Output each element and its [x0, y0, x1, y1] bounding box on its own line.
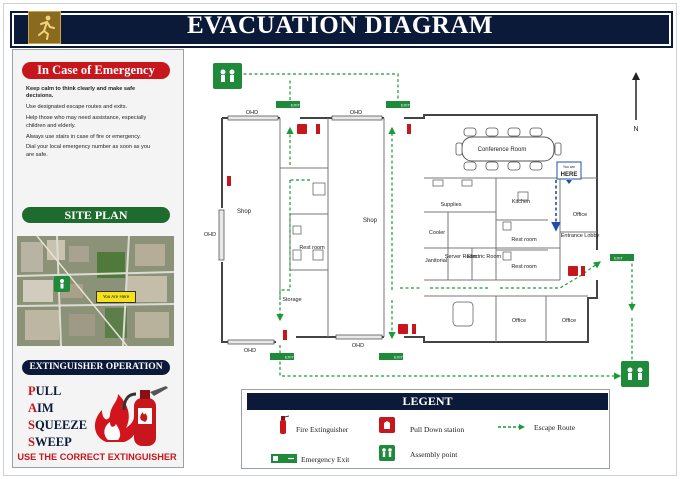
assembly-point-top [213, 63, 242, 89]
office-table [452, 301, 474, 327]
step-pull-letter: P [28, 384, 36, 398]
emergency-exit-icon [271, 454, 297, 463]
room-restroom-mid: Rest room [511, 237, 537, 243]
ohd-top-right [331, 115, 383, 121]
ohd-label: OHD [352, 343, 364, 349]
you-are-here-badge: You are HERE [556, 161, 582, 184]
room-electric: Electric Room [467, 254, 502, 260]
extinguisher-illustration [94, 386, 168, 446]
assembly-point-bottom [621, 361, 649, 387]
room-restroom-left: Rest room [299, 245, 325, 251]
emergency-title: In Case of Emergency [22, 62, 170, 79]
kitchen-counter [517, 191, 529, 201]
svg-text:You are: You are [563, 165, 575, 169]
fire-extinguisher-icon [280, 415, 289, 434]
exit-sign-text: EXIT [394, 355, 403, 360]
toilet-icon [292, 249, 302, 261]
fire-extinguisher-markers [227, 124, 585, 340]
legend-escape-route: Escape Route [534, 423, 576, 432]
step-aim-rest: IM [37, 401, 54, 415]
title-banner [10, 11, 673, 48]
step-squeeze-rest: QUEEZE [34, 418, 88, 432]
tip-4: Always use stairs in case of fire or eme… [26, 133, 141, 140]
tip-1: Keep calm to think clearly and make safe… [26, 86, 136, 100]
tip-2: Use designated escape routes and exits. [26, 104, 128, 111]
step-aim: AIM [28, 401, 54, 416]
toilet-icon [502, 251, 512, 261]
room-server: Server Room [445, 254, 478, 260]
page-title: EVACUATION DIAGRAM [186, 12, 493, 39]
ohd-left [218, 209, 225, 261]
tip-3: Help those who may need assistance, espe… [26, 115, 147, 129]
legend-fire-extinguisher: Fire Extinguisher [296, 425, 349, 434]
exit-signs: EXIT EXIT EXIT EXIT EXIT [270, 101, 634, 360]
room-cooler: Cooler [429, 230, 445, 236]
room-office-right: Office [573, 212, 587, 218]
ohd-bottom-left [227, 339, 275, 345]
pull-station-icon [379, 417, 395, 433]
grid-fixture [312, 182, 326, 196]
room-shop-right: Shop [363, 218, 378, 224]
legend-title: LEGENT [247, 393, 608, 410]
you-are-here-marker: You Are Here [96, 291, 136, 303]
legend-assembly-point: Assembly point [410, 450, 458, 459]
step-squeeze-letter: S [28, 418, 35, 432]
extinguisher-note: USE THE CORRECT EXTINGUISHER [17, 452, 177, 462]
north-label: N [633, 126, 638, 133]
step-pull: PULL [28, 384, 61, 399]
step-sweep-letter: S [28, 435, 35, 449]
escape-route-icon [498, 424, 525, 430]
exit-sign-text: EXIT [401, 103, 410, 108]
ohd-label: OHD [244, 348, 256, 354]
ohd-bottom-right [335, 334, 383, 340]
room-janitorial: Janitorial [425, 258, 447, 264]
running-man-icon [38, 15, 55, 40]
step-sweep-rest: WEEP [34, 435, 72, 449]
legend-emergency-exit: Emergency Exit [301, 455, 350, 464]
pull-station-markers [297, 124, 578, 334]
extinguisher-title: EXTINGUISHER OPERATION [22, 360, 170, 375]
exit-sign-text: EXIT [291, 103, 300, 108]
room-conference: Conference Room [478, 147, 527, 153]
toilet-icon [312, 249, 324, 261]
sink-icon [292, 225, 302, 235]
assembly-point-icon [379, 445, 395, 461]
room-shop-left: Shop [237, 209, 252, 215]
room-supplies: Supplies [440, 202, 461, 208]
room-entrance: Entrance Lobby [561, 233, 600, 239]
site-assembly-icon [54, 276, 70, 292]
site-plan-map: You Are Here [17, 236, 174, 346]
room-office-bottom1: Office [512, 318, 526, 324]
north-arrow-icon [632, 72, 640, 120]
tip-5: Dial your local emergency number as soon… [26, 144, 151, 158]
step-pull-rest: ULL [35, 384, 62, 398]
step-aim-letter: A [28, 401, 38, 415]
exit-sign-text: EXIT [285, 355, 294, 360]
escape-routes [232, 70, 636, 380]
room-storage: Storage [282, 297, 301, 303]
conference-table [455, 127, 562, 171]
room-restroom-low: Rest room [511, 264, 537, 270]
ohd-label: OHD [350, 110, 362, 116]
step-sweep: SWEEP [28, 435, 72, 450]
step-squeeze: SQUEEZE [28, 418, 87, 433]
ohd-label: OHD [246, 110, 258, 116]
site-plan-title: SITE PLAN [22, 207, 170, 223]
toilet-icon [502, 221, 512, 231]
legend-pull-down: Pull Down station [410, 425, 465, 434]
exit-sign-text: EXIT [614, 256, 623, 261]
room-kitchen: Kitchen [512, 199, 530, 205]
svg-text:HERE: HERE [561, 172, 578, 178]
ohd-label: OHD [204, 232, 216, 238]
room-office-bottom2: Office [562, 318, 576, 324]
ohd-top-left [227, 115, 279, 121]
emergency-tips: Keep calm to think clearly and make safe… [26, 86, 152, 163]
logo [28, 11, 61, 44]
